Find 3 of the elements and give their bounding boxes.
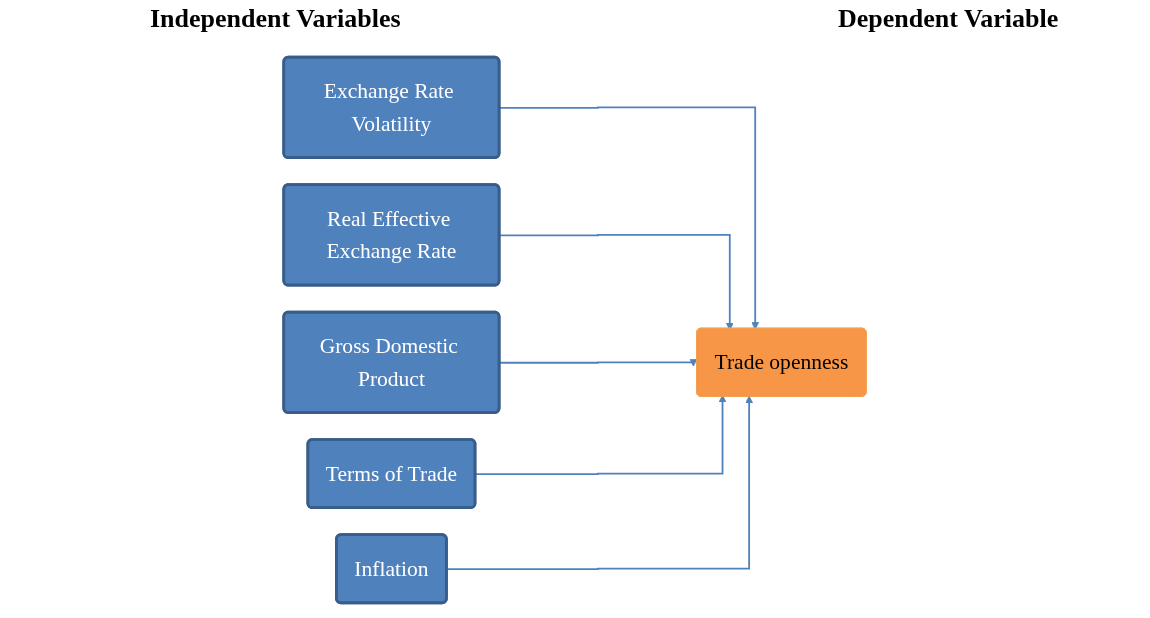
column-heading: Independent Variables <box>150 4 401 34</box>
column-heading: Dependent Variable <box>838 4 1059 34</box>
arrow <box>446 395 754 571</box>
